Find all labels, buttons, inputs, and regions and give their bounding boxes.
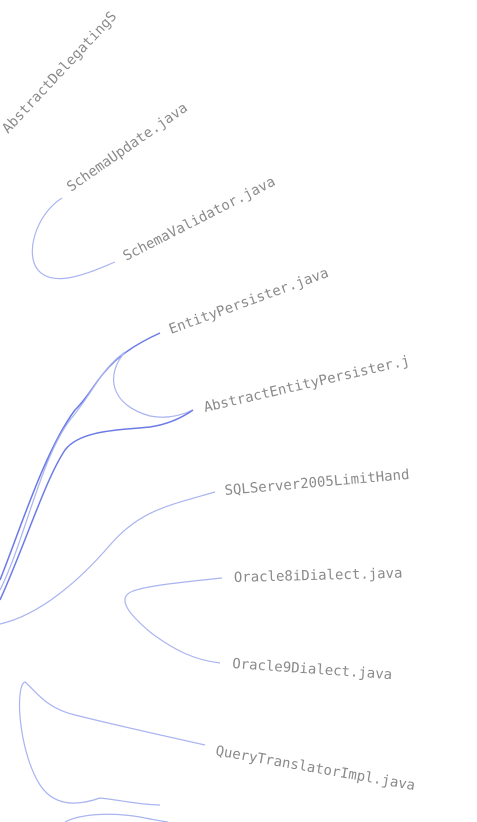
label-entitypersister[interactable]: EntityPersister.java bbox=[167, 265, 331, 338]
edge-root-abstractentitypersister bbox=[0, 409, 194, 601]
label-querytranslatorimpl[interactable]: QueryTranslatorImpl.java bbox=[214, 743, 416, 794]
label-oracle9dialect[interactable]: Oracle9Dialect.java bbox=[232, 656, 393, 683]
label-abstractdelegating[interactable]: AbstractDelegatingS bbox=[0, 9, 120, 137]
edge-entitypersister-abstractentitypersister bbox=[112, 351, 194, 418]
label-schemavalidator[interactable]: SchemaValidator.java bbox=[121, 174, 278, 265]
edge-root-entitypersister bbox=[0, 332, 161, 581]
edge-schemaupdate-schemavalidator bbox=[31, 197, 116, 280]
label-oracle8idialect[interactable]: Oracle8iDialect.java bbox=[234, 566, 403, 586]
labels: AbstractDelegatingS SchemaUpdate.java Sc… bbox=[0, 9, 416, 794]
edge-querytranslator-loop bbox=[18, 681, 206, 806]
edge-bottom-exit bbox=[64, 813, 169, 822]
label-abstractentitypersister[interactable]: AbstractEntityPersister.j bbox=[202, 353, 411, 416]
label-schemaupdate[interactable]: SchemaUpdate.java bbox=[64, 100, 191, 195]
edge-root-sqlserver bbox=[0, 491, 216, 625]
edges bbox=[0, 197, 223, 822]
edge-oracle8i-oracle9 bbox=[124, 577, 223, 664]
edge-root-entitypersister-secondary bbox=[0, 351, 126, 591]
label-sqlserver2005limithandler[interactable]: SQLServer2005LimitHand bbox=[224, 467, 410, 499]
